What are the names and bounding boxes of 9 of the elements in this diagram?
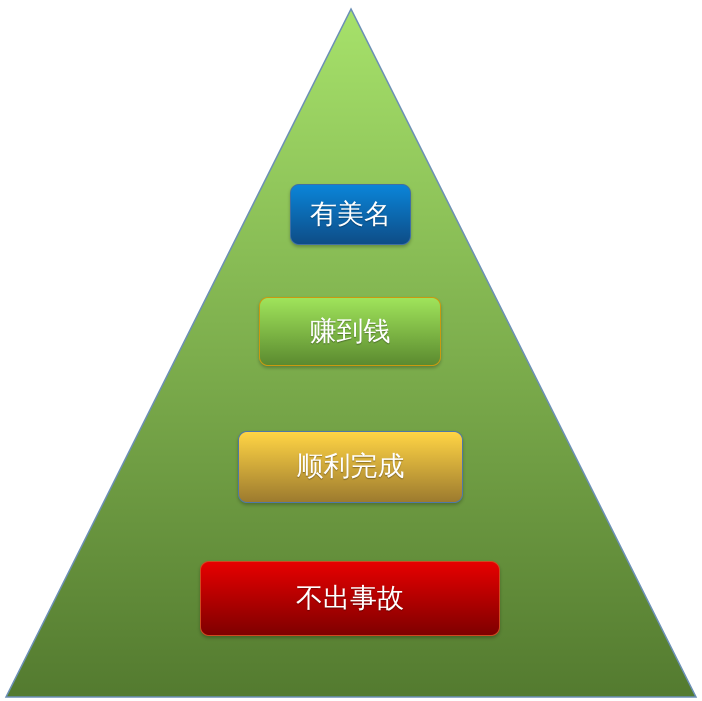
pyramid-triangle	[5, 8, 697, 698]
pyramid-level-box	[290, 184, 411, 245]
pyramid-level-box	[200, 561, 500, 636]
level-label: 不出事故	[296, 584, 404, 614]
level-label: 有美名	[310, 200, 391, 230]
level-label: 顺利完成	[296, 452, 404, 482]
pyramid-level-box	[259, 297, 441, 366]
pyramid-level-box	[238, 431, 463, 503]
level-label: 赚到钱	[310, 316, 390, 346]
